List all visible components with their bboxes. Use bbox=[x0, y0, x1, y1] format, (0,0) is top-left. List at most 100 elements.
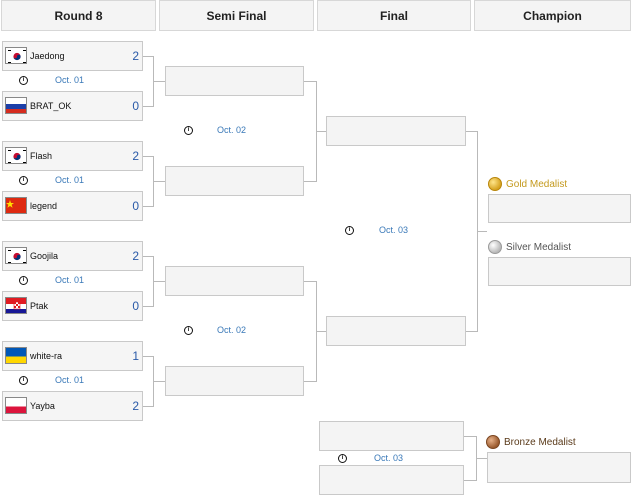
russia-flag-icon bbox=[5, 97, 27, 114]
player-name: Yayba bbox=[30, 401, 55, 411]
bracket-line bbox=[143, 106, 154, 107]
player-slot[interactable]: Jaedong 2 bbox=[2, 41, 143, 71]
match-info[interactable]: i Oct. 01 bbox=[19, 173, 84, 187]
bracket-line bbox=[466, 131, 478, 132]
match-date: Oct. 01 bbox=[55, 175, 85, 185]
info-circle-icon[interactable]: i bbox=[345, 225, 354, 235]
gold-medal-label: Gold Medalist bbox=[488, 175, 567, 193]
header-round8: Round 8 bbox=[1, 0, 156, 31]
match-date: Oct. 02 bbox=[217, 125, 247, 135]
poland-flag-icon bbox=[5, 397, 27, 414]
bracket-line bbox=[464, 480, 477, 481]
silver-medal-text: Silver Medalist bbox=[506, 241, 572, 253]
bracket-line bbox=[304, 181, 317, 182]
player-score: 2 bbox=[132, 149, 139, 163]
match-info[interactable]: i Oct. 02 bbox=[184, 123, 246, 137]
player-name: white-ra bbox=[30, 351, 63, 361]
final-slot[interactable] bbox=[326, 116, 466, 146]
bracket-line bbox=[153, 381, 165, 382]
bracket-line bbox=[316, 131, 326, 132]
header-final: Final bbox=[317, 0, 471, 31]
info-circle-icon[interactable]: i bbox=[184, 325, 193, 335]
final-slot[interactable] bbox=[326, 316, 466, 346]
match-date: Oct. 01 bbox=[55, 75, 85, 85]
bracket-line bbox=[476, 458, 487, 459]
bracket-line bbox=[143, 256, 154, 257]
bracket-line bbox=[143, 356, 154, 357]
match-date: Oct. 03 bbox=[379, 225, 409, 235]
player-name: legend bbox=[30, 201, 58, 211]
player-score: 0 bbox=[132, 99, 139, 113]
player-score: 1 bbox=[132, 349, 139, 363]
info-circle-icon[interactable]: i bbox=[19, 375, 28, 385]
player-slot[interactable]: Yayba 2 bbox=[2, 391, 143, 421]
match-info[interactable]: i Oct. 03 bbox=[338, 451, 403, 465]
info-circle-icon[interactable]: i bbox=[19, 75, 28, 85]
bracket-line bbox=[143, 406, 154, 407]
match-date: Oct. 02 bbox=[217, 325, 247, 335]
player-slot[interactable]: Goojila 2 bbox=[2, 241, 143, 271]
match-date: Oct. 01 bbox=[55, 275, 85, 285]
semi-slot[interactable] bbox=[165, 266, 304, 296]
player-name: Ptak bbox=[30, 301, 49, 311]
bracket-line bbox=[304, 81, 317, 82]
gold-medalist-slot[interactable] bbox=[488, 194, 631, 223]
bracket-line bbox=[143, 206, 154, 207]
match-info[interactable]: i Oct. 02 bbox=[184, 323, 246, 337]
info-circle-icon[interactable]: i bbox=[184, 125, 193, 135]
bracket-line bbox=[153, 181, 165, 182]
bronze-medal-label: Bronze Medalist bbox=[486, 433, 576, 451]
semi-slot[interactable] bbox=[165, 166, 304, 196]
player-slot[interactable]: BRAT_OK 0 bbox=[2, 91, 143, 121]
player-slot[interactable]: Flash 2 bbox=[2, 141, 143, 171]
bracket-line bbox=[304, 381, 317, 382]
bracket-line bbox=[143, 156, 154, 157]
info-circle-icon[interactable]: i bbox=[19, 275, 28, 285]
player-score: 2 bbox=[132, 399, 139, 413]
player-name: Jaedong bbox=[30, 51, 65, 61]
china-flag-icon bbox=[5, 197, 27, 214]
match-info[interactable]: i Oct. 01 bbox=[19, 273, 84, 287]
croatia-flag-icon bbox=[5, 297, 27, 314]
bracket-line bbox=[316, 331, 326, 332]
ukraine-flag-icon bbox=[5, 347, 27, 364]
korea-flag-icon bbox=[5, 247, 27, 264]
player-name: Flash bbox=[30, 151, 53, 161]
header-champion: Champion bbox=[474, 0, 631, 31]
match-info[interactable]: i Oct. 03 bbox=[345, 223, 408, 237]
silver-medalist-slot[interactable] bbox=[488, 257, 631, 286]
bracket-line bbox=[466, 331, 478, 332]
semi-slot[interactable] bbox=[165, 66, 304, 96]
korea-flag-icon bbox=[5, 147, 27, 164]
info-circle-icon[interactable]: i bbox=[19, 175, 28, 185]
player-slot[interactable]: legend 0 bbox=[2, 191, 143, 221]
gold-medal-text: Gold Medalist bbox=[506, 178, 568, 190]
match-info[interactable]: i Oct. 01 bbox=[19, 373, 84, 387]
bracket-line bbox=[304, 281, 317, 282]
player-score: 0 bbox=[132, 299, 139, 313]
player-score: 2 bbox=[132, 49, 139, 63]
player-name: BRAT_OK bbox=[30, 101, 72, 111]
bracket-line bbox=[143, 56, 154, 57]
player-score: 0 bbox=[132, 199, 139, 213]
third-place-slot[interactable] bbox=[319, 465, 464, 495]
match-date: Oct. 01 bbox=[55, 375, 85, 385]
player-score: 2 bbox=[132, 249, 139, 263]
player-slot[interactable]: white-ra 1 bbox=[2, 341, 143, 371]
bronze-medal-icon bbox=[486, 435, 500, 449]
match-date: Oct. 03 bbox=[374, 453, 404, 463]
third-place-slot[interactable] bbox=[319, 421, 464, 451]
bronze-medal-text: Bronze Medalist bbox=[504, 436, 576, 448]
semi-slot[interactable] bbox=[165, 366, 304, 396]
bracket-line bbox=[477, 231, 487, 232]
player-slot[interactable]: Ptak 0 bbox=[2, 291, 143, 321]
info-circle-icon[interactable]: i bbox=[338, 453, 347, 463]
bracket-line bbox=[143, 306, 154, 307]
silver-medal-label: Silver Medalist bbox=[488, 238, 571, 256]
bronze-medalist-slot[interactable] bbox=[487, 452, 631, 483]
match-info[interactable]: i Oct. 01 bbox=[19, 73, 84, 87]
korea-flag-icon bbox=[5, 47, 27, 64]
bracket-line bbox=[153, 81, 165, 82]
bracket-line bbox=[153, 281, 165, 282]
silver-medal-icon bbox=[488, 240, 502, 254]
